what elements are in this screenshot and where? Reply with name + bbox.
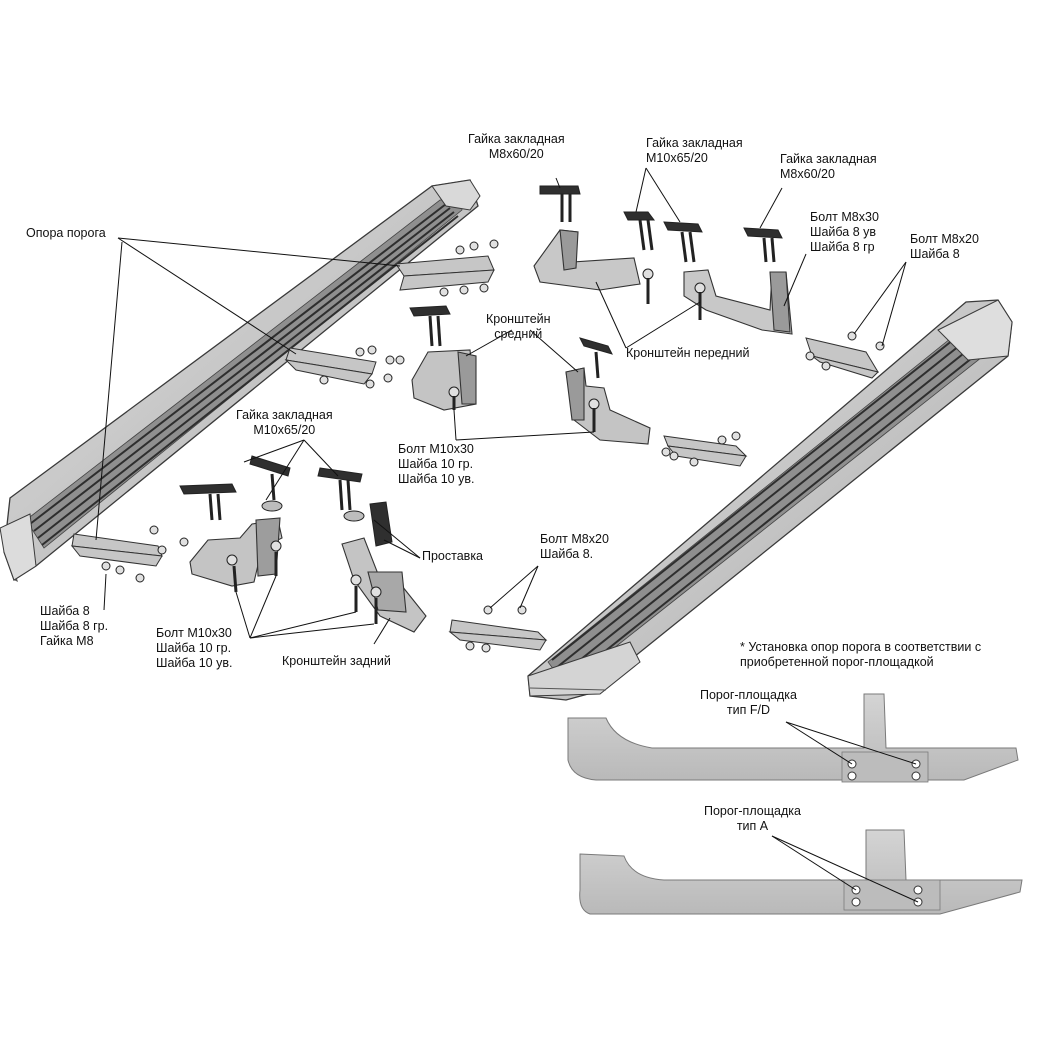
label-nut-m10-left: Гайка закладная M10x65/20 xyxy=(236,408,333,437)
label-bolt-m10x30-low: Болт M10x30 Шайба 10 гр. Шайба 10 ув. xyxy=(156,626,233,670)
label-bolt-m8x30: Болт M8x30 Шайба 8 ув Шайба 8 гр xyxy=(810,210,879,254)
label-type-a: Порог-площадка тип A xyxy=(704,804,801,833)
label-step-support: Опора порога xyxy=(26,226,106,240)
bolts-and-washers xyxy=(101,239,885,653)
embedded-nuts xyxy=(179,185,783,547)
step-supports xyxy=(70,255,880,651)
left-running-board xyxy=(0,179,481,582)
label-bracket-front: Кронштейн передний xyxy=(626,346,750,360)
label-bolt-m8x20-right: Болт M8x20 Шайба 8 xyxy=(910,232,979,261)
label-nut-m10-top: Гайка закладная M10x65/20 xyxy=(646,136,743,165)
brackets xyxy=(189,229,793,633)
label-spacer: Проставка xyxy=(422,549,484,563)
profile-type-a xyxy=(579,829,1023,915)
right-running-board xyxy=(527,299,1013,701)
label-nut-m8-left: Гайка закладная M8x60/20 xyxy=(468,132,565,161)
label-bolt-m10x30-mid: Болт M10x30 Шайба 10 гр. Шайба 10 ув. xyxy=(398,442,475,486)
label-bracket-middle: Кронштейн средний xyxy=(486,312,551,341)
installation-note: * Установка опор порога в соответствии с… xyxy=(740,640,982,669)
label-bracket-rear: Кронштейн задний xyxy=(282,654,391,668)
label-bolt-m8x20-low: Болт M8x20 Шайба 8. xyxy=(540,532,609,561)
leader-lines xyxy=(95,167,907,645)
label-type-fd: Порог-площадка тип F/D xyxy=(700,688,797,717)
label-washer-nut-m8: Шайба 8 Шайба 8 гр. Гайка M8 xyxy=(40,604,109,648)
profile-type-fd xyxy=(567,693,1019,783)
label-nut-m8-right: Гайка закладная M8x60/20 xyxy=(780,152,877,181)
